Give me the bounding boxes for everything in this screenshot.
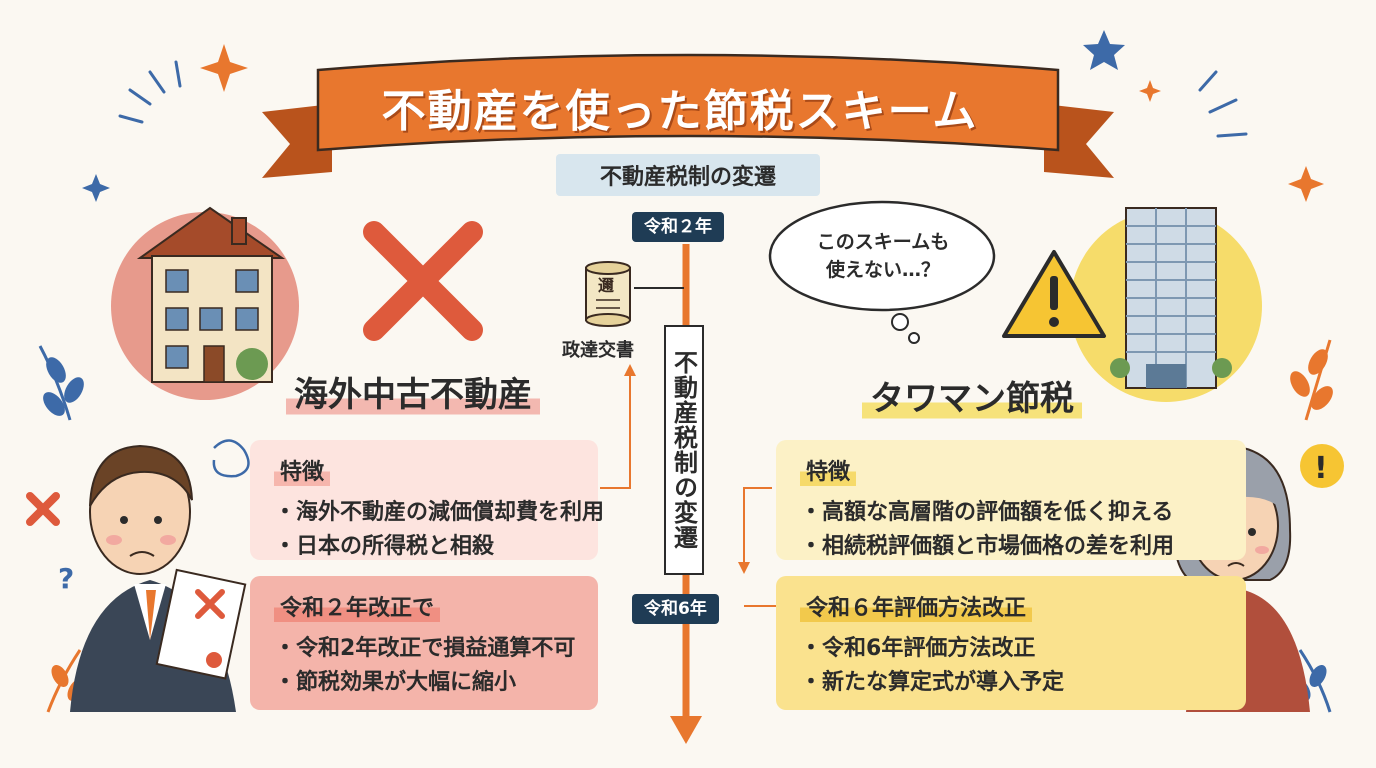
tower-illustration xyxy=(1070,207,1262,402)
document-scroll-icon xyxy=(585,261,684,327)
star-icon xyxy=(82,30,1125,202)
right-reform-item: 新たな算定式が導入予定 xyxy=(800,666,1226,700)
left-section-title: 海外中古不動産 xyxy=(286,372,540,418)
right-features-panel: 特徴 高額な高層階の評価額を低く抑える 相続税評価額と市場価格の差を利用 xyxy=(776,440,1246,560)
left-feature-item: 日本の所得税と相殺 xyxy=(274,530,578,564)
document-glyph: 邇 xyxy=(598,276,615,295)
thought-bubble xyxy=(768,200,996,344)
timeline-end-tag: 令和6年 xyxy=(632,594,719,624)
bubble-text: このスキームも 使えない…？ xyxy=(778,208,988,304)
timeline-start-tag: 令和２年 xyxy=(632,212,724,242)
right-feature-item: 高額な高層階の評価額を低く抑える xyxy=(800,496,1226,530)
left-features-heading: 特徴 xyxy=(274,454,331,486)
right-reform-panel: 令和６年評価方法改正 令和6年評価方法改正 新たな算定式が導入予定 xyxy=(776,576,1246,710)
house-illustration xyxy=(111,206,299,400)
right-section-title: タワマン節税 xyxy=(862,376,1082,422)
right-reform-item: 令和6年評価方法改正 xyxy=(800,632,1226,666)
bubble-line-1: このスキームも xyxy=(816,231,950,253)
connector-arrows xyxy=(600,372,776,607)
arrow-heads xyxy=(624,364,750,574)
bubble-line-2: 使えない…？ xyxy=(825,259,940,281)
left-feature-item: 海外不動産の減価償却費を利用 xyxy=(274,496,604,530)
subtitle-tag: 不動産税制の変遷 xyxy=(556,154,820,196)
burst-lines xyxy=(118,60,1248,138)
left-reform-item: 節税効果が大幅に縮小 xyxy=(274,666,578,700)
sparkle-icon xyxy=(200,44,1324,202)
worried-man-illustration: ? xyxy=(58,439,250,712)
left-reform-panel: 令和２年改正で 令和2年改正で損益通算不可 節税効果が大幅に縮小 xyxy=(250,576,598,710)
page-title: 不動産を使った節税スキーム xyxy=(381,86,979,137)
timeline-vertical-label: 不動産税制の変遷 xyxy=(664,325,704,575)
right-feature-item: 相続税評価額と市場価格の差を利用 xyxy=(800,530,1226,564)
svg-text:!: ! xyxy=(1314,451,1328,486)
left-reform-heading: 令和２年改正で xyxy=(274,590,441,622)
left-features-panel: 特徴 海外不動産の減価償却費を利用 日本の所得税と相殺 xyxy=(250,440,604,560)
left-reform-item: 令和2年改正で損益通算不可 xyxy=(274,632,578,666)
warning-icon xyxy=(1002,250,1106,338)
small-x-icon xyxy=(26,492,60,526)
right-reform-heading: 令和６年評価方法改正 xyxy=(800,590,1033,622)
right-features-heading: 特徴 xyxy=(800,454,857,486)
svg-text:?: ? xyxy=(58,562,74,595)
title-ribbon xyxy=(262,53,1114,178)
red-x-icon xyxy=(363,221,483,341)
document-label: 政達交書 xyxy=(562,340,634,361)
